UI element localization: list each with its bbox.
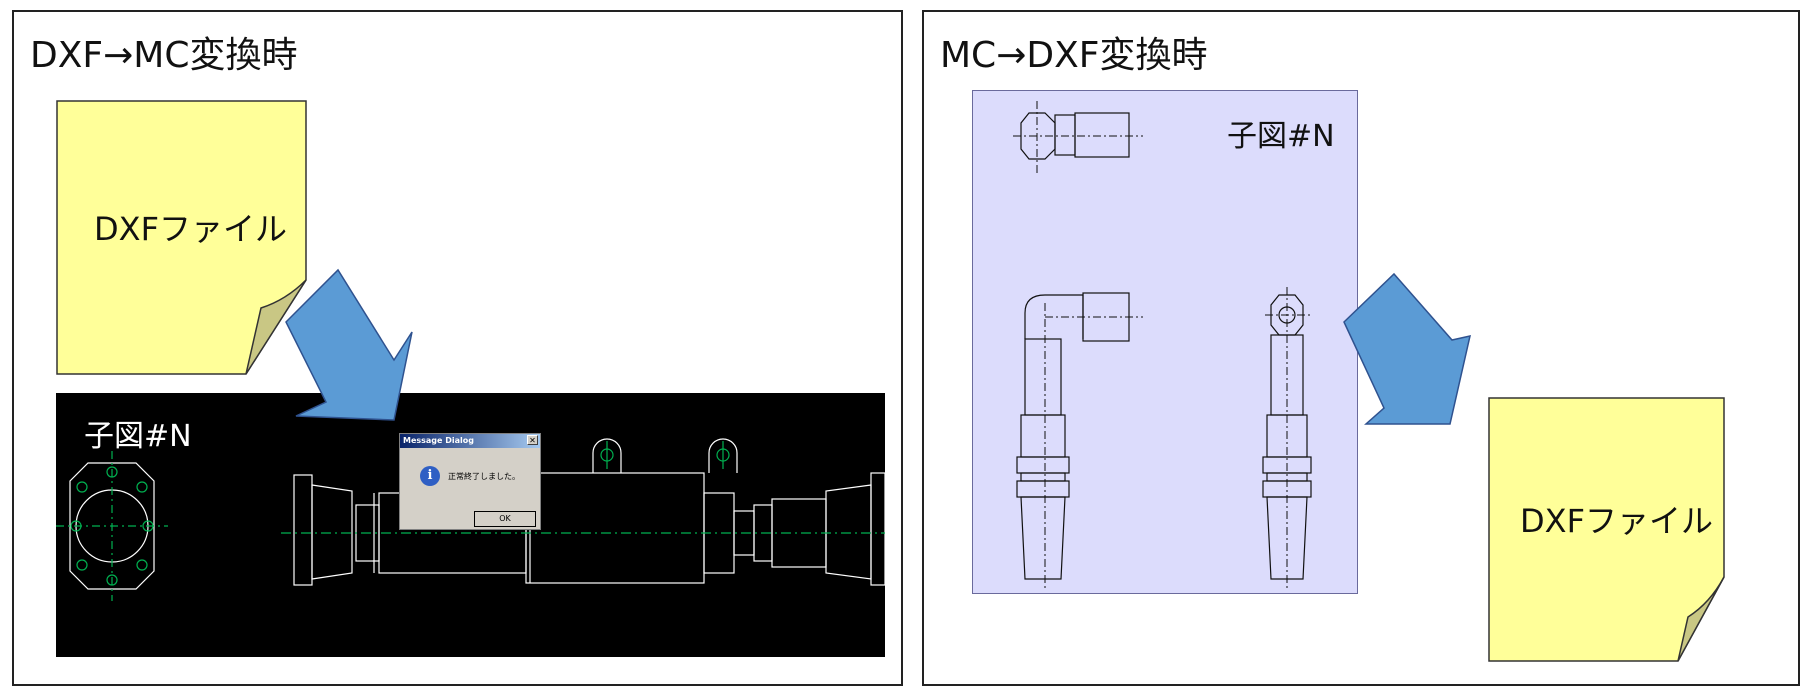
child-drawing-label: 子図#N [84,419,192,454]
panel-title: MC→DXF変換時 [940,35,1208,76]
dialog-title-bar: Message Dialog ✕ [400,434,540,448]
child-drawing-label: 子図#N [1227,119,1335,154]
part-top-view [1020,112,1056,160]
dxf-file-document [1488,397,1725,662]
mounting-eye-right [708,438,738,473]
dialog-message: 正常終了しました。 [448,472,520,481]
conversion-arrow [1343,272,1471,425]
sheet-drawing [1013,101,1313,591]
panel-dxf-to-mc: DXF→MC変換時 DXFファイル 子図#N [12,10,903,686]
elbow-part [1024,294,1084,339]
right-end-flange [870,472,885,586]
drawing-sheet: 子図#N [972,90,1358,594]
dxf-file-document [56,100,307,375]
left-end-flange [293,474,313,586]
dialog-title: Message Dialog [403,436,474,445]
message-dialog: Message Dialog ✕ i 正常終了しました。 OK [399,433,541,530]
panel-mc-to-dxf: MC→DXF変換時 子図#N [922,10,1800,686]
document-fold [1677,576,1725,662]
close-icon[interactable]: ✕ [527,435,538,445]
dxf-file-label: DXFファイル [94,210,287,248]
ok-button[interactable]: OK [474,511,536,527]
flange-end-view [69,462,155,590]
cylinder-body [525,472,705,584]
cad-canvas: 子図#N [56,393,885,657]
dxf-file-label: DXFファイル [1520,502,1713,540]
panel-title: DXF→MC変換時 [30,35,298,76]
document-fold [245,279,307,375]
conversion-arrow [285,268,413,421]
info-icon: i [420,466,440,486]
mounting-eye-left [592,438,622,473]
